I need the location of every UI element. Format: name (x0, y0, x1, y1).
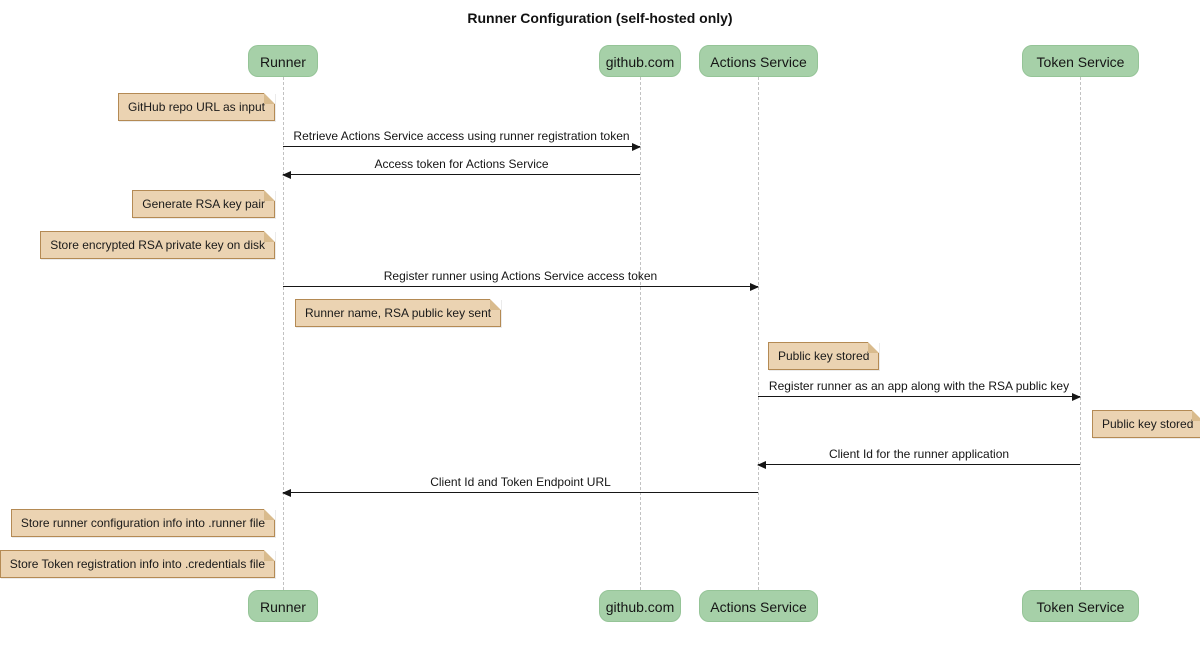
lifeline-actions-service (758, 77, 759, 590)
arrowhead-right-icon (1072, 393, 1081, 401)
message-label: Register runner as an app along with the… (768, 379, 1070, 393)
note-fold-corner (264, 93, 275, 104)
note-fold-corner (264, 550, 275, 561)
note-store-runner-file: Store runner configuration info into .ru… (10, 509, 275, 537)
actor-box-github-bottom: github.com (599, 590, 681, 622)
note-text: Store encrypted RSA private key on disk (50, 238, 265, 252)
note-store-credentials-file: Store Token registration info into .cred… (0, 550, 275, 578)
message-label: Register runner using Actions Service ac… (383, 269, 658, 283)
message-retrieve-actions-access: Retrieve Actions Service access using ru… (283, 129, 641, 151)
arrowhead-left-icon (757, 461, 766, 469)
message-line (283, 173, 640, 175)
actor-box-token-service-top: Token Service (1022, 45, 1139, 77)
actor-box-runner-top: Runner (248, 45, 318, 77)
message-register-runner: Register runner using Actions Service ac… (283, 269, 759, 291)
message-label: Access token for Actions Service (374, 157, 549, 171)
note-github-repo-url: GitHub repo URL as input (118, 93, 275, 121)
note-fold-corner (264, 190, 275, 201)
note-fold-corner (264, 509, 275, 520)
diagram-title: Runner Configuration (self-hosted only) (467, 10, 733, 26)
note-fold-corner (490, 299, 502, 310)
message-client-id-runner-app: Client Id for the runner application (757, 447, 1080, 469)
note-text: Runner name, RSA public key sent (305, 306, 492, 320)
message-line (758, 395, 1080, 397)
note-fold-corner (868, 342, 880, 353)
lifeline-runner (283, 77, 284, 590)
message-line (283, 145, 640, 147)
arrowhead-right-icon (750, 283, 759, 291)
note-public-key-stored-token: Public key stored (1092, 410, 1200, 438)
lifeline-token-service (1080, 77, 1081, 590)
lifeline-github (640, 77, 641, 590)
note-text: Store Token registration info into .cred… (9, 557, 265, 571)
message-line (758, 463, 1080, 465)
note-text: Public key stored (1102, 417, 1194, 431)
arrowhead-left-icon (282, 489, 291, 497)
actor-box-actions-service-top: Actions Service (699, 45, 818, 77)
note-public-key-stored-actions: Public key stored (768, 342, 880, 370)
note-text: Generate RSA key pair (142, 197, 265, 211)
message-access-token: Access token for Actions Service (282, 157, 640, 179)
arrowhead-left-icon (282, 171, 291, 179)
actor-box-github-top: github.com (599, 45, 681, 77)
message-label: Client Id for the runner application (828, 447, 1010, 461)
arrowhead-right-icon (632, 143, 641, 151)
note-runner-name-sent: Runner name, RSA public key sent (295, 299, 502, 327)
actor-box-token-service-bottom: Token Service (1022, 590, 1139, 622)
note-text: GitHub repo URL as input (128, 100, 265, 114)
note-text: Store runner configuration info into .ru… (20, 516, 265, 530)
note-generate-rsa-key: Generate RSA key pair (132, 190, 275, 218)
note-fold-corner (264, 231, 275, 242)
message-line (283, 491, 758, 493)
message-client-id-endpoint-url: Client Id and Token Endpoint URL (282, 475, 758, 497)
message-label: Client Id and Token Endpoint URL (430, 475, 611, 489)
actor-box-actions-service-bottom: Actions Service (699, 590, 818, 622)
note-fold-corner (1192, 410, 1200, 421)
actor-box-runner-bottom: Runner (248, 590, 318, 622)
note-store-private-key: Store encrypted RSA private key on disk (40, 231, 275, 259)
note-text: Public key stored (778, 349, 870, 363)
message-line (283, 285, 758, 287)
message-label: Retrieve Actions Service access using ru… (293, 129, 630, 143)
message-register-runner-app: Register runner as an app along with the… (758, 379, 1081, 401)
